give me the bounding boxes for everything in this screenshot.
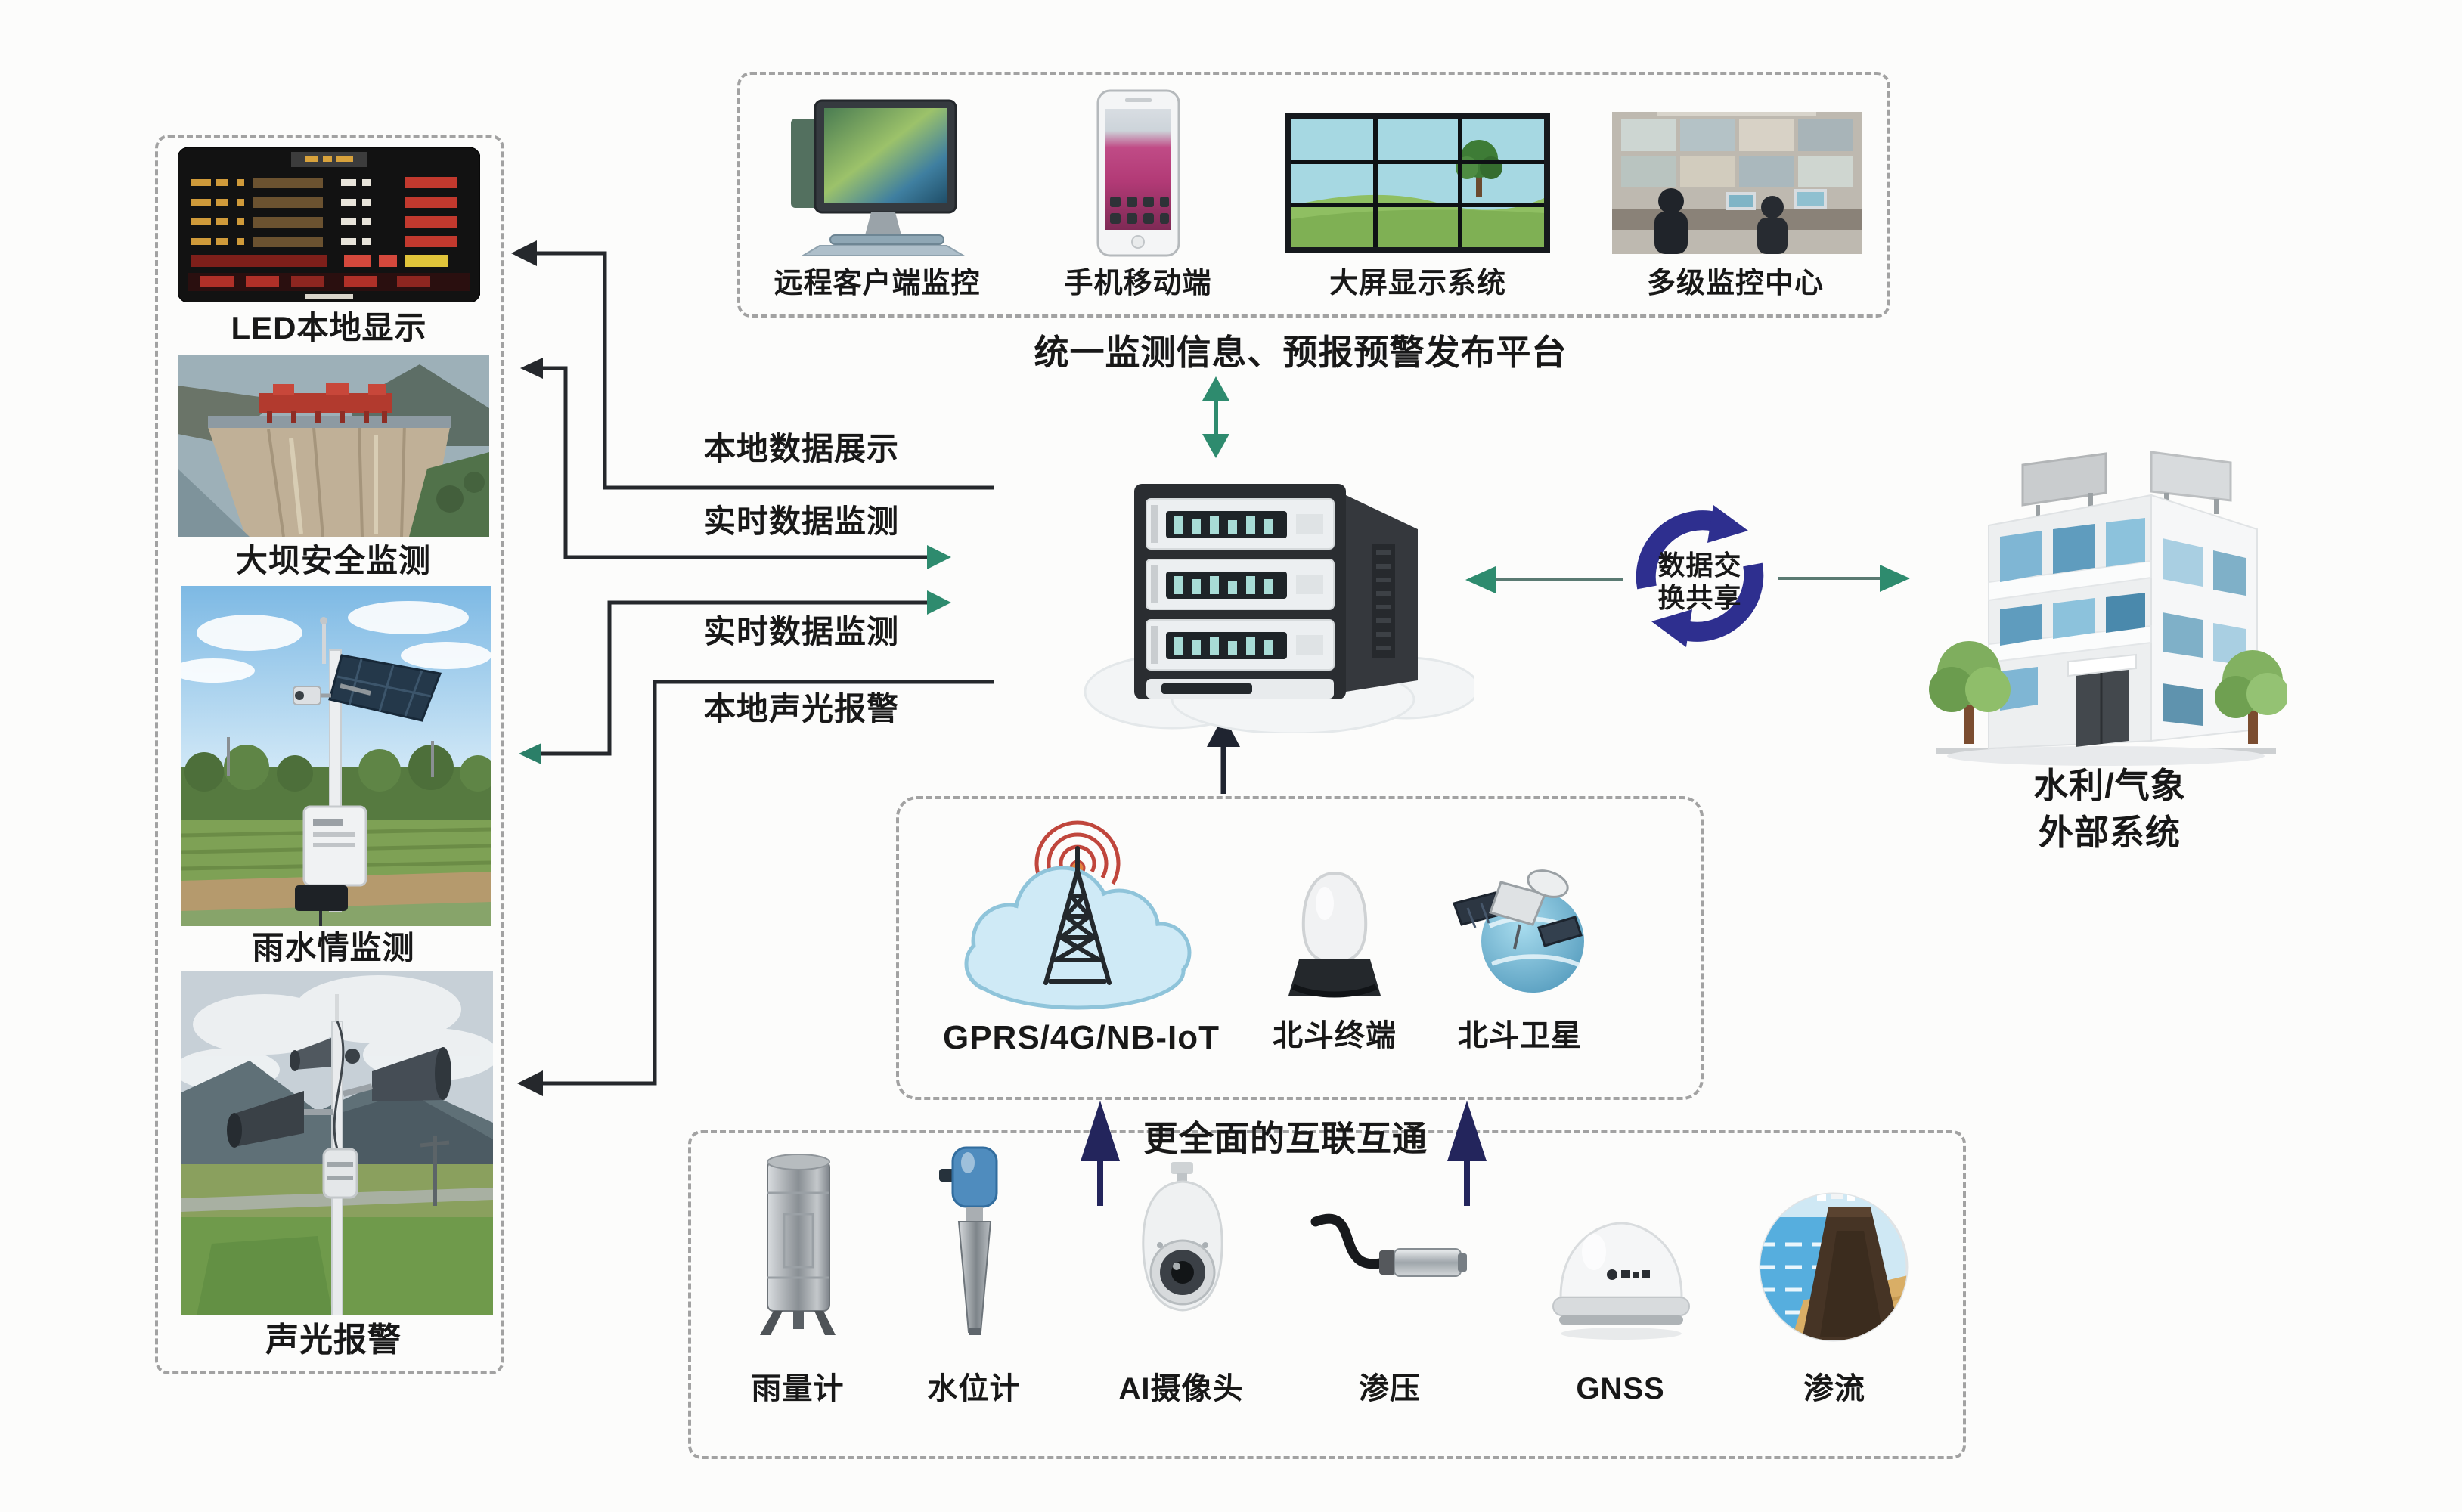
control-room-photo <box>1612 112 1862 254</box>
exchange-label: 数据交 换共享 <box>1632 549 1768 614</box>
cloud-radio-tower-icon <box>964 820 1192 1010</box>
seepage-flow-image <box>1759 1192 1909 1342</box>
external-system-line2: 外部系统 <box>2039 813 2181 853</box>
arrowhead-up-platform <box>1202 376 1229 401</box>
arrowhead-right-building <box>1880 565 1910 592</box>
exchange-label-line2: 换共享 <box>1657 582 1742 614</box>
exchange-cycle-icon <box>1636 505 1764 647</box>
arrowhead-up-comm-1 <box>1081 1101 1120 1161</box>
label-dam-safety: 大坝安全监测 <box>235 543 431 578</box>
top-platform-box <box>737 72 1890 318</box>
label-sound-light-alarm: 声光报警 <box>265 1321 402 1359</box>
label-realtime-monitoring-2: 实时数据监测 <box>703 614 899 649</box>
label-realtime-monitoring-1: 实时数据监测 <box>703 503 899 539</box>
label-multilevel-center: 多级监控中心 <box>1646 268 1824 299</box>
beidou-satellite-icon <box>1453 869 1584 993</box>
platform-title: 统一监测信息、预报预警发布平台 <box>1034 333 1567 372</box>
arrowhead-left-dam <box>520 358 543 379</box>
label-led-display: LED本地显示 <box>231 310 427 345</box>
arrowhead-up-comm-2 <box>1447 1101 1487 1161</box>
seepage-pressure-sensor-icon <box>1310 1213 1467 1277</box>
label-local-data-display: 本地数据展示 <box>703 431 899 466</box>
beidou-terminal-icon <box>1288 871 1381 998</box>
label-local-alarm: 本地声光报警 <box>703 691 899 727</box>
rain-station-photo <box>181 586 491 926</box>
arrowhead-down-server <box>1202 434 1229 458</box>
label-beidou-satellite: 北斗卫星 <box>1458 1019 1582 1052</box>
label-seepage-pressure: 渗压 <box>1359 1372 1421 1405</box>
left-local-devices-box <box>155 135 504 1374</box>
arrowhead-green-right-2 <box>927 590 951 615</box>
label-seepage-flow: 渗流 <box>1803 1372 1865 1405</box>
label-gnss: GNSS <box>1576 1372 1665 1405</box>
water-level-gauge-icon <box>939 1146 998 1335</box>
video-wall-image <box>1285 113 1550 253</box>
arrowhead-left-alarm <box>517 1070 543 1096</box>
arrowhead-left-server <box>1465 566 1496 593</box>
comm-caption: 更全面的互联互通 <box>1143 1119 1428 1158</box>
label-remote-client: 远程客户端监控 <box>774 268 981 299</box>
server-cloud-icon <box>1084 484 1474 733</box>
external-system-label: 水利/气象 外部系统 <box>1951 762 2268 856</box>
label-rain-gauge: 雨量计 <box>751 1372 845 1405</box>
smartphone-image <box>1096 89 1180 257</box>
arrowhead-left-rain <box>519 743 541 764</box>
office-building-icon <box>1929 451 2287 766</box>
dam-photo <box>178 355 489 537</box>
arrowhead-green-right-1 <box>927 545 951 569</box>
label-beidou-terminal: 北斗终端 <box>1273 1019 1397 1052</box>
label-ai-camera: AI摄像头 <box>1118 1372 1244 1405</box>
label-gprs-4g-nbiot: GPRS/4G/NB-IoT <box>942 1019 1220 1056</box>
label-rain-monitoring: 雨水情监测 <box>252 930 415 965</box>
arrowhead-up-server <box>1207 715 1240 747</box>
exchange-label-line1: 数据交 <box>1657 550 1742 581</box>
label-mobile-client: 手机移动端 <box>1064 268 1212 299</box>
rain-gauge-icon <box>760 1154 836 1335</box>
gnss-antenna-icon <box>1552 1222 1690 1340</box>
arrowhead-left-led <box>511 240 537 266</box>
ai-camera-icon <box>1142 1162 1223 1312</box>
label-big-screen: 大屏显示系统 <box>1329 268 1506 299</box>
communication-box <box>896 796 1704 1100</box>
alarm-pole-photo <box>181 971 493 1315</box>
led-board-image <box>178 147 480 302</box>
sensor-box <box>688 1130 1966 1459</box>
external-system-line1: 水利/气象 <box>2033 766 2186 805</box>
label-water-level-gauge: 水位计 <box>927 1372 1021 1405</box>
desktop-monitor-image <box>791 99 966 256</box>
